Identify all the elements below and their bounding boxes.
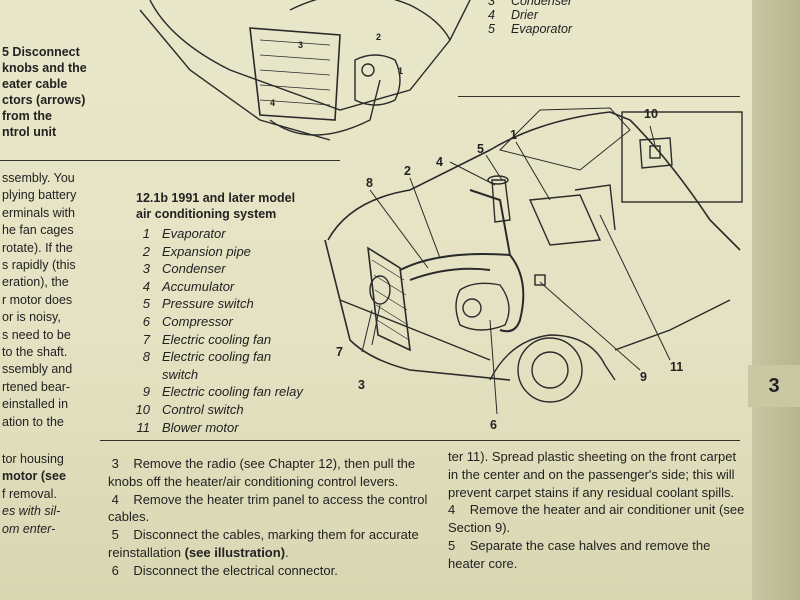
caption-line: eater cable	[2, 77, 68, 91]
callout-2: 2	[404, 164, 411, 178]
text-line: rotate). If the	[2, 240, 73, 255]
text-line: f removal.	[2, 486, 57, 501]
text-line: erminals with	[2, 205, 75, 220]
text-line: he fan cages	[2, 223, 74, 238]
text-line: to the shaft.	[2, 345, 68, 360]
chapter-tab: 3	[748, 365, 800, 407]
text-line: s rapidly (this	[2, 258, 76, 273]
step-paragraph: 3 Remove the radio (see Chapter 12), the…	[108, 456, 416, 489]
left-text-column-lower: tor housing motor (see f removal. es wit…	[2, 451, 110, 538]
divider	[458, 96, 740, 97]
callout-6: 6	[490, 418, 497, 432]
divider	[0, 160, 340, 161]
step-paragraph: 4 Remove the heater trim panel to access…	[108, 491, 428, 525]
text-line: ssembly. You	[2, 171, 75, 185]
middle-text-column: 3 Remove the radio (see Chapter 12), the…	[108, 455, 428, 580]
caption-line: ctors (arrows)	[2, 93, 86, 107]
text-line: s need to be	[2, 327, 71, 342]
text-line: rtened bear-	[2, 379, 71, 394]
caption-line: knobs and the	[2, 61, 87, 75]
right-text-column: ter 11). Spread plastic sheeting on the …	[448, 448, 748, 573]
ac-system-illustration	[139, 0, 743, 415]
top-callout-3: 3	[298, 40, 304, 50]
text-line: ssembly and	[2, 362, 73, 377]
text-line: eration), the	[2, 275, 69, 290]
callout-10: 10	[644, 107, 658, 121]
caption-line: from the	[2, 109, 52, 123]
top-figure-caption: 5 Disconnect knobs and the eater cable c…	[2, 44, 87, 140]
figure-title-line: air conditioning system	[136, 207, 277, 221]
step-paragraph: 6 Disconnect the electrical connector.	[111, 562, 338, 578]
text-line: r motor does	[2, 292, 73, 307]
step-paragraph: 5 Disconnect the cables, marking them fo…	[108, 527, 419, 560]
figure-title: 12.1b 1991 and later model air condition…	[136, 190, 295, 222]
callout-9: 9	[640, 370, 647, 384]
callout-5: 5	[477, 142, 484, 156]
text-line: or is noisy,	[2, 310, 61, 325]
caption-line: 5 Disconnect	[2, 45, 80, 59]
manual-page: 5 Disconnect knobs and the eater cable c…	[0, 0, 776, 600]
caption-line: ntrol unit	[2, 125, 57, 139]
text-line: tor housing	[2, 452, 64, 466]
callout-3: 3	[358, 378, 365, 392]
text-line: om enter-	[2, 521, 56, 536]
callout-4: 4	[436, 155, 443, 169]
step-paragraph: 4 Remove the heater and air conditioner …	[448, 502, 745, 536]
text-line: es with sil-	[2, 504, 61, 519]
left-text-column: ssembly. You plying battery erminals wit…	[2, 170, 110, 431]
text-line: plying battery	[2, 188, 77, 203]
callout-8: 8	[366, 176, 373, 190]
callout-11: 11	[670, 360, 684, 374]
divider	[100, 440, 740, 441]
top-callout-4: 4	[270, 98, 276, 108]
text-line: motor (see	[2, 469, 66, 484]
figure-title-line: 12.1b 1991 and later model	[136, 191, 296, 205]
step-paragraph: 5 Separate the case halves and remove th…	[448, 537, 711, 571]
top-callout-2: 2	[376, 32, 382, 42]
text-line: einstalled in	[2, 397, 69, 412]
top-callout-1: 1	[398, 66, 404, 76]
callout-1: 1	[510, 128, 517, 142]
continued-paragraph: ter 11). Spread plastic sheeting on the …	[448, 449, 737, 500]
page-edge	[752, 0, 800, 600]
text-line: ation to the	[2, 414, 64, 429]
legend-row: switch	[162, 366, 199, 382]
callout-7: 7	[336, 345, 343, 359]
